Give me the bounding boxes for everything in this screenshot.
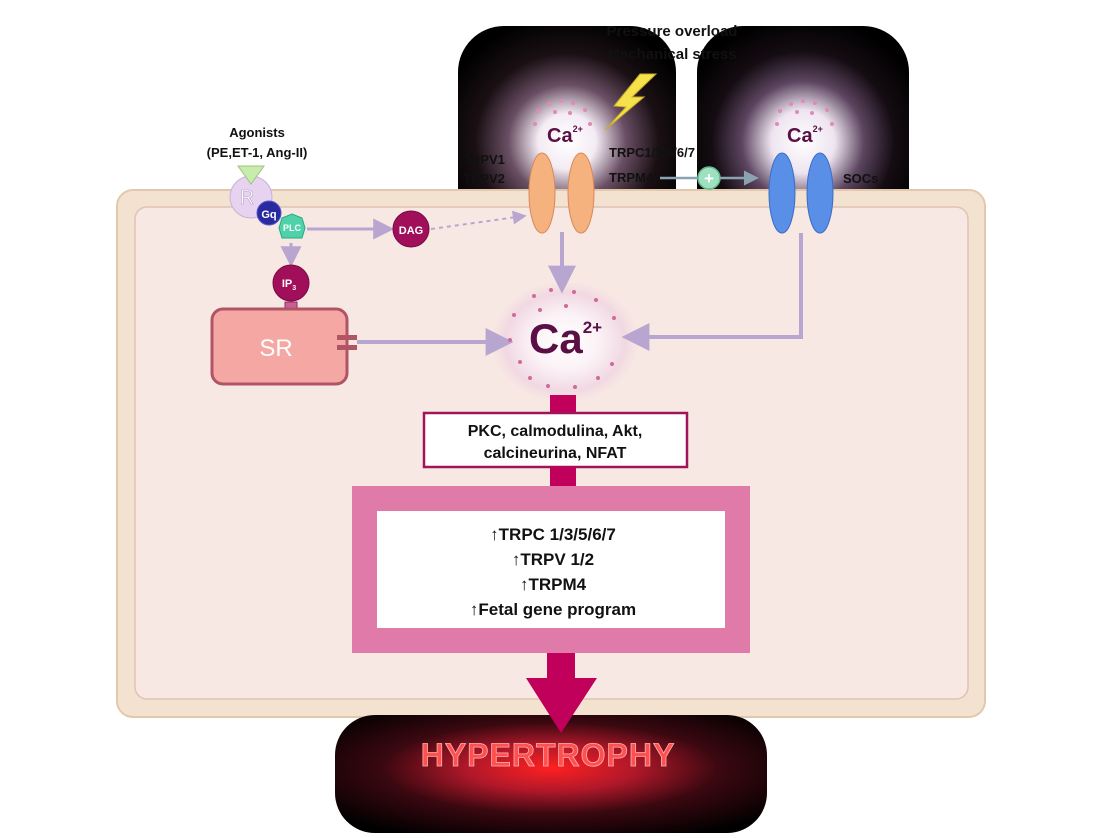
cytoplasm-ca-label: Ca2+ bbox=[529, 315, 602, 362]
ca-dots-cytoplasm bbox=[508, 288, 616, 389]
trpv2-label: TRPV2 bbox=[463, 171, 505, 186]
trpv-channel-right bbox=[567, 152, 595, 234]
hypertrophy-glow bbox=[335, 715, 767, 833]
plus-sign: + bbox=[704, 169, 714, 188]
plc-hexagon bbox=[278, 213, 306, 239]
trpc-label: TRPC1/3/5/6/7 bbox=[609, 145, 695, 160]
sr-label: SR bbox=[259, 335, 292, 362]
ca-dots-right bbox=[775, 99, 834, 126]
extracellular-ca-right: Ca2+ bbox=[787, 124, 823, 147]
trpv-channel-left bbox=[528, 152, 556, 234]
stimulus-glow-left bbox=[458, 26, 676, 236]
trpv1-label: TRPV1 bbox=[463, 152, 505, 167]
kinases-line2: calcineurina, NFAT bbox=[484, 445, 627, 462]
gq-label: Gq bbox=[261, 209, 276, 221]
receptor-label: R bbox=[240, 187, 254, 209]
calcium-glow bbox=[490, 280, 640, 404]
agonists-list: (PE,ET-1, Ang-II) bbox=[207, 145, 308, 160]
soc-channel-left bbox=[768, 152, 796, 234]
agonists-title: Agonists bbox=[229, 125, 285, 140]
trpm4-label: TRPM4 bbox=[609, 170, 654, 185]
soc-channel-right bbox=[806, 152, 834, 234]
ip3-label: IP3 bbox=[282, 278, 296, 292]
calcium-to-kinases-connector bbox=[550, 395, 576, 413]
sr-channel-2 bbox=[337, 345, 357, 350]
lightning-bolt-icon bbox=[604, 73, 658, 131]
soc-to-calcium-arrow bbox=[621, 233, 803, 351]
agonist-triangle-icon bbox=[237, 165, 265, 185]
upregulated-item-3: ↑TRPM4 bbox=[520, 575, 587, 594]
dag-label: DAG bbox=[399, 225, 423, 237]
kinases-line1: PKC, calmodulina, Akt, bbox=[468, 423, 643, 440]
stimulus-line1: Pressure overload bbox=[607, 23, 738, 40]
plus-icon bbox=[697, 166, 721, 190]
socs-label: SOCs bbox=[843, 171, 878, 186]
gq-circle bbox=[256, 200, 282, 226]
dag-circle bbox=[392, 210, 430, 248]
sr-channel bbox=[337, 335, 357, 340]
kinases-box bbox=[422, 411, 689, 469]
extracellular-ca-left: Ca2+ bbox=[547, 124, 583, 147]
hypertrophy-label: HYPERTROPHY bbox=[421, 737, 676, 773]
upregulated-item-2: ↑TRPV 1/2 bbox=[512, 550, 594, 569]
ip3-circle bbox=[272, 264, 310, 302]
kinases-to-genes-connector bbox=[550, 467, 576, 487]
hypertrophy-arrow-head bbox=[526, 678, 597, 733]
stimulus-line2: Mechanical stress bbox=[607, 46, 736, 63]
upregulated-item-4: ↑Fetal gene program bbox=[470, 600, 636, 619]
plc-label: PLC bbox=[283, 223, 302, 233]
ca-dots-left bbox=[533, 99, 592, 126]
upregulated-box bbox=[377, 511, 725, 628]
upregulated-item-1: ↑TRPC 1/3/5/6/7 bbox=[490, 525, 616, 544]
